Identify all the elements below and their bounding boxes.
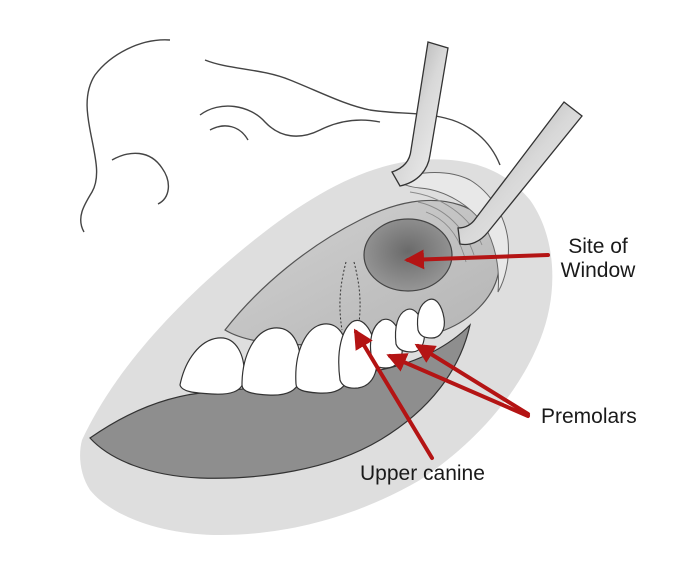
arrow-premolar-b — [386, 353, 530, 418]
arrow-site-of-window — [404, 249, 550, 270]
upper-canine-label: Upper canine — [360, 462, 485, 485]
arrow-upper-canine — [353, 328, 434, 460]
retractor-left — [391, 41, 449, 187]
premolars-label: Premolars — [541, 405, 637, 428]
arrow-premolar-a — [414, 343, 530, 416]
annotation-arrows — [353, 249, 550, 460]
retractor-right — [457, 101, 583, 246]
site-of-window-line1: Site of — [568, 235, 628, 258]
nose-outline — [80, 39, 501, 233]
molar-1 — [416, 298, 445, 339]
reflected-flap — [397, 172, 509, 293]
site-of-window-label: Site of Window — [538, 235, 658, 283]
window-site — [363, 218, 453, 292]
site-of-window-line2: Window — [560, 259, 636, 282]
